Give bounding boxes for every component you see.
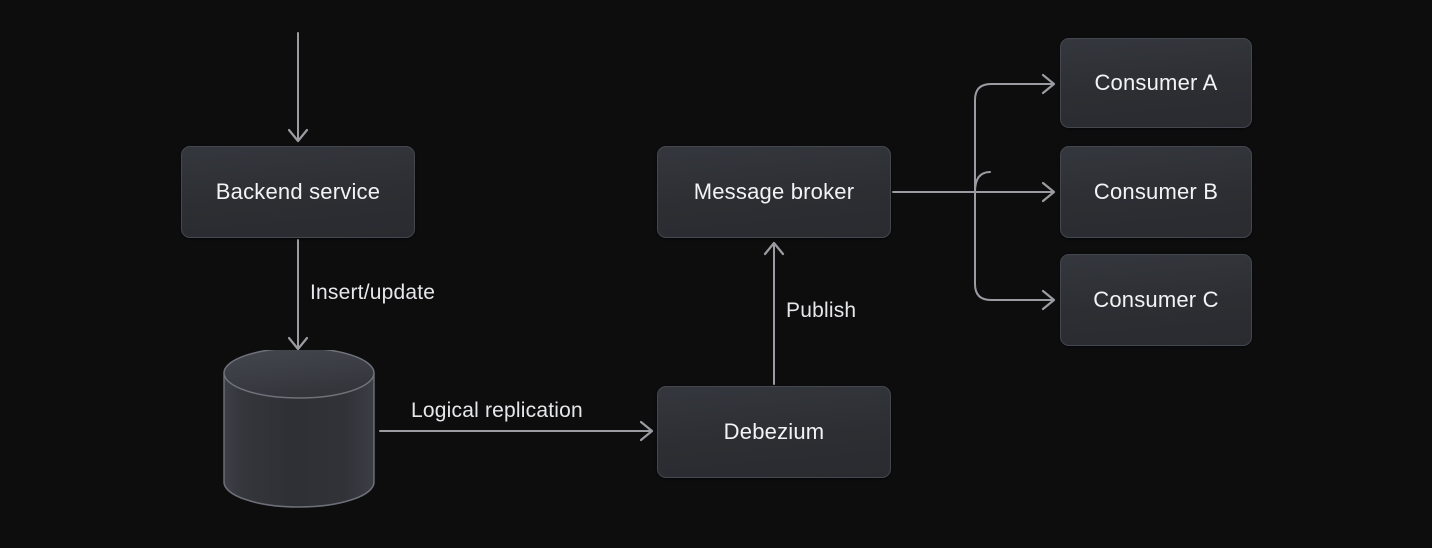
node-label-backend-service: Backend service bbox=[215, 179, 381, 204]
node-consumer-a[interactable]: Consumer A bbox=[1060, 38, 1252, 128]
node-label-consumer-c: Consumer C bbox=[1093, 287, 1219, 312]
node-label-consumer-a: Consumer A bbox=[1094, 70, 1218, 95]
edge-broker-consumer-c bbox=[974, 191, 1056, 311]
node-message-broker[interactable]: Message broker bbox=[657, 146, 891, 238]
edge-broker-consumer-a bbox=[974, 73, 1056, 193]
edge-debezium-broker bbox=[763, 241, 785, 385]
node-label-consumer-b: Consumer B bbox=[1093, 179, 1219, 204]
node-label-message-broker: Message broker bbox=[693, 179, 855, 204]
node-consumer-b[interactable]: Consumer B bbox=[1060, 146, 1252, 238]
node-consumer-c[interactable]: Consumer C bbox=[1060, 254, 1252, 346]
edge-inbound-backend bbox=[287, 32, 309, 143]
edge-backend-database bbox=[287, 239, 309, 351]
edge-label-publish: Publish bbox=[786, 299, 857, 322]
node-backend-service[interactable]: Backend service bbox=[181, 146, 415, 238]
database-cylinder bbox=[223, 350, 375, 508]
edge-label-logical-replication: Logical replication bbox=[411, 399, 583, 422]
edge-database-debezium bbox=[379, 420, 654, 442]
edge-broker-consumer-b bbox=[974, 181, 1056, 203]
node-label-debezium: Debezium bbox=[723, 419, 825, 444]
edge-label-insert-update: Insert/update bbox=[310, 281, 436, 304]
node-debezium[interactable]: Debezium bbox=[657, 386, 891, 478]
